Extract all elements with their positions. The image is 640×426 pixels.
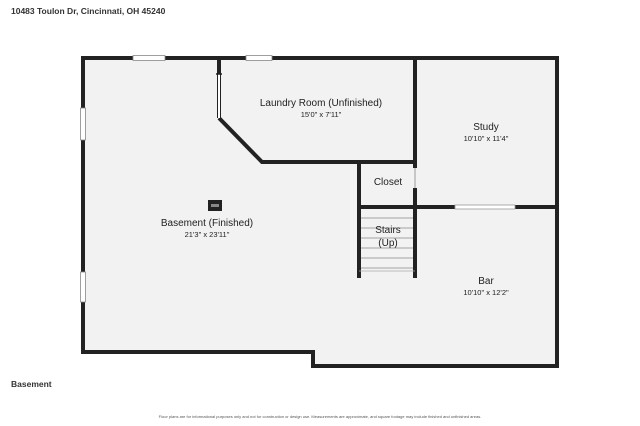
room-dims-study: 10'10" x 11'4": [464, 134, 509, 143]
room-dims-bar: 10'10" x 12'2": [463, 288, 509, 297]
floor-area: [83, 58, 557, 366]
room-name-stairs: Stairs: [375, 225, 401, 236]
window-left-lower: [80, 271, 86, 303]
window-left-upper: [80, 107, 86, 141]
exterior-wall: [81, 56, 559, 368]
room-name-bar: Bar: [478, 276, 494, 287]
stairs-treads: [361, 217, 413, 269]
window-top-left: [132, 55, 166, 61]
floor-label: Basement: [11, 379, 52, 389]
room-name-study: Study: [473, 122, 499, 133]
study-bar-opening: [454, 204, 516, 210]
room-name-laundry: Laundry Room (Unfinished): [260, 98, 382, 109]
property-address: 10483 Toulon Dr, Cincinnati, OH 45240: [11, 6, 166, 16]
room-name-basement: Basement (Finished): [161, 218, 253, 229]
room-dims-basement: 21'3" x 23'11": [185, 230, 230, 239]
room-dims-laundry: 15'0" x 7'11": [301, 110, 342, 119]
fireplace-icon: [208, 200, 222, 211]
window-top-laundry: [245, 55, 273, 61]
room-name-stairs-direction: (Up): [378, 238, 397, 249]
disclaimer: Floor plans are for informational purpos…: [158, 414, 482, 419]
interior-walls: [357, 162, 557, 278]
windows: [80, 55, 273, 303]
room-name-closet: Closet: [374, 177, 403, 188]
